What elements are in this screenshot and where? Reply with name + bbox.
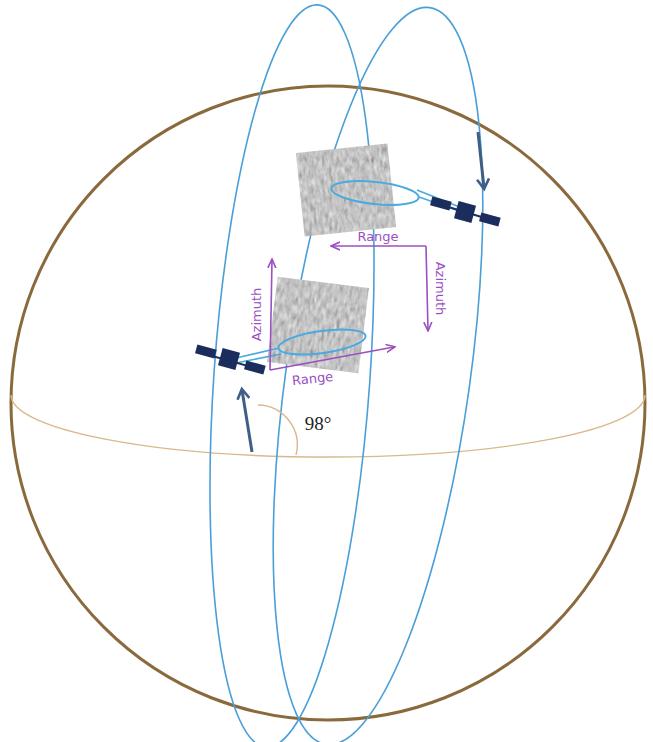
- beam-footprint: [330, 177, 420, 208]
- flight-arrow: [478, 132, 484, 188]
- azimuth-arrow: [426, 246, 428, 330]
- angle-arc: [258, 405, 297, 455]
- range-label: Range: [292, 369, 334, 386]
- azimuth-arrow: [270, 260, 272, 370]
- equator: [11, 395, 645, 457]
- range-label: Range: [357, 230, 398, 243]
- sar-image: [296, 143, 396, 236]
- satellite: [430, 197, 501, 227]
- range-arrow: [270, 347, 394, 370]
- orbit: [188, 0, 396, 742]
- globe: [11, 86, 645, 720]
- azimuth-label: Azimuth: [250, 287, 263, 341]
- range-arrow: [332, 245, 426, 247]
- flight-arrow: [242, 390, 252, 452]
- satellite: [195, 345, 266, 375]
- orbit: [235, 0, 521, 742]
- sar-image: [267, 277, 369, 374]
- azimuth-label: Azimuth: [434, 261, 447, 315]
- angle-label: 98°: [305, 414, 332, 433]
- beam: [236, 348, 281, 363]
